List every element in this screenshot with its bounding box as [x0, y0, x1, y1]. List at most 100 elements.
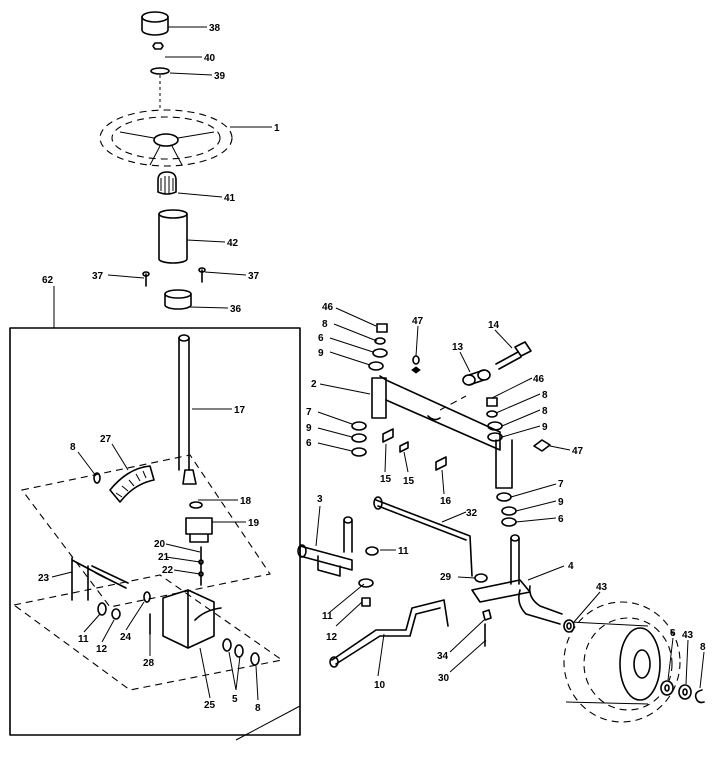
callout-32: 32	[466, 508, 478, 519]
axle-cap	[376, 323, 388, 333]
callout-8-gear: 8	[70, 442, 76, 453]
axle-main-beam	[371, 375, 513, 489]
callout-42: 42	[227, 238, 239, 249]
steering-gear	[109, 465, 155, 503]
callout-18: 18	[240, 496, 252, 507]
callout-22: 22	[162, 565, 174, 576]
callout-11-tierod: 11	[398, 546, 409, 557]
wheel-washers-outer	[660, 680, 705, 704]
callout-6-wheel: 6	[670, 628, 676, 639]
callout-10: 10	[374, 680, 386, 691]
callout-37-left: 37	[92, 271, 104, 282]
steering-shaft-support	[185, 517, 213, 543]
callout-43-outer: 43	[682, 630, 694, 641]
pivot-nut-left	[111, 608, 121, 620]
callout-25: 25	[204, 700, 216, 711]
assembly-link-line	[235, 705, 301, 741]
axle-pivot-bolt	[495, 341, 532, 370]
steering-wheel-washer	[150, 67, 170, 75]
callout-11-box: 11	[78, 634, 89, 645]
callout-16: 16	[440, 496, 452, 507]
spindle-washer-stack	[496, 492, 517, 527]
gear-washer	[93, 472, 101, 484]
callout-24: 24	[120, 632, 132, 643]
callout-21: 21	[158, 552, 170, 563]
callout-46-left: 46	[322, 302, 334, 313]
steering-adapter	[157, 171, 177, 195]
axle-washer-stack-mid	[351, 421, 367, 457]
callout-40: 40	[204, 53, 216, 64]
callout-6-axle-left: 6	[318, 333, 324, 344]
callout-38: 38	[209, 23, 221, 34]
callout-12-lower: 12	[326, 632, 338, 643]
steering-wheel	[99, 109, 233, 167]
callout-43-inner: 43	[596, 582, 608, 593]
callout-28: 28	[143, 658, 155, 669]
steering-column-bearing	[164, 289, 192, 310]
spindle-bolt-stack	[482, 609, 492, 647]
callout-9-axle-mid: 9	[306, 423, 312, 434]
steering-shaft	[178, 334, 197, 485]
steering-wheel-cap	[141, 11, 169, 36]
tie-rod	[373, 496, 473, 577]
steering-bracket-plate	[162, 589, 222, 649]
steering-shaft-assembly-box	[9, 327, 301, 736]
callout-39: 39	[214, 71, 226, 82]
callout-29: 29	[440, 572, 452, 583]
callout-36: 36	[230, 304, 242, 315]
callout-12-box: 12	[96, 644, 108, 655]
tie-rod-hardware-left	[358, 546, 379, 607]
callout-8-wheel: 8	[700, 642, 706, 653]
leader-lines	[51, 26, 705, 701]
pivot-spacer	[143, 591, 151, 603]
shaft-dashed-guides	[12, 454, 284, 691]
drag-link	[329, 599, 449, 668]
callout-20: 20	[154, 539, 166, 550]
callout-47-right: 47	[572, 446, 584, 457]
callout-62: 62	[42, 275, 54, 286]
callout-1: 1	[274, 123, 280, 134]
steering-column-pins	[142, 267, 206, 287]
callout-15-left: 15	[380, 474, 392, 485]
callout-3: 3	[317, 494, 323, 505]
callout-labels: 38 40 39 1 41 42 37 37 36 62 17 27 8 18 …	[38, 23, 706, 714]
callout-19: 19	[248, 518, 260, 529]
steering-shaft-bushing	[158, 209, 188, 264]
callout-27: 27	[100, 434, 112, 445]
shaft-hardware-stack	[198, 546, 204, 586]
front-wheel	[563, 601, 681, 723]
callout-9-axle-right: 9	[542, 422, 548, 433]
callout-34: 34	[437, 651, 449, 662]
callout-23: 23	[38, 573, 50, 584]
callout-47-left: 47	[412, 316, 424, 327]
callout-41: 41	[224, 193, 236, 204]
callout-9-axle-left: 9	[318, 348, 324, 359]
axle-spacer	[462, 369, 491, 386]
tie-rod-end-nut	[474, 573, 488, 583]
callout-13: 13	[452, 342, 464, 353]
callout-46-right: 46	[533, 374, 545, 385]
callout-5-box: 5	[232, 694, 238, 705]
grease-fitting-left	[411, 355, 421, 374]
grease-fitting-right	[533, 439, 551, 452]
wheel-washers-inner	[563, 619, 575, 633]
axle-pins	[382, 428, 447, 471]
steering-pivot-bracket	[71, 557, 129, 601]
callout-8-box: 8	[255, 703, 261, 714]
callout-6-axle-mid: 6	[306, 438, 312, 449]
pivot-washer-left	[97, 602, 107, 616]
steering-wheel-nut	[152, 42, 164, 50]
callout-2: 2	[311, 379, 317, 390]
callout-8-axle-right: 8	[542, 390, 548, 401]
right-spindle	[471, 534, 563, 625]
callout-8-axle-left: 8	[322, 319, 328, 330]
axle-washer-stack-right	[486, 397, 503, 442]
left-spindle	[297, 516, 353, 577]
callout-8-axle-right-2: 8	[542, 406, 548, 417]
callout-9-spindle: 9	[558, 497, 564, 508]
callout-7-spindle: 7	[558, 479, 564, 490]
bracket-washers	[222, 638, 260, 666]
callout-7-axle-left: 7	[306, 407, 312, 418]
callout-15-right: 15	[403, 476, 415, 487]
